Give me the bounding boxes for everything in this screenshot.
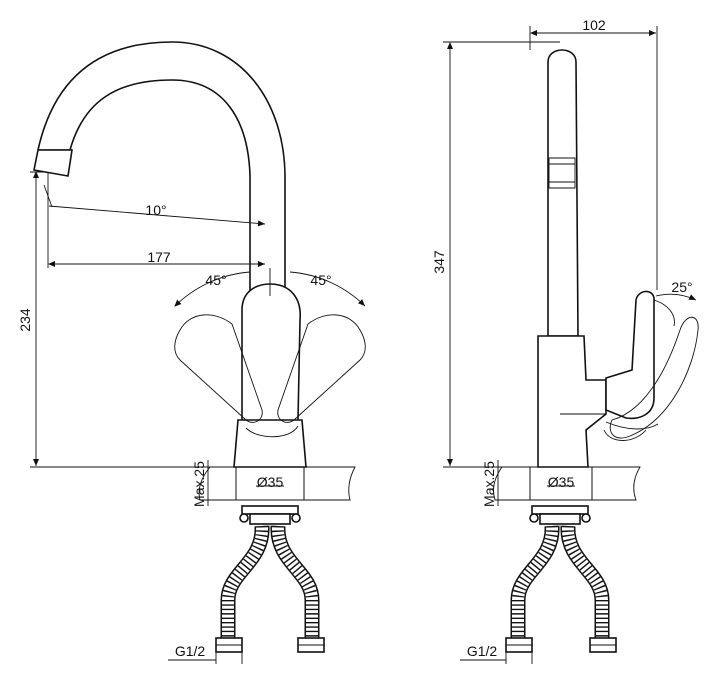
front-spout-angle — [43, 184, 266, 227]
front-spout-angle-label: 10° — [145, 202, 166, 218]
front-spout — [33, 41, 286, 296]
side-height-dimension — [443, 41, 560, 468]
front-countertop-label: Max.25 — [191, 461, 207, 507]
front-height-label: 234 — [17, 308, 33, 332]
front-height-dimension — [30, 171, 236, 468]
front-angle-left-label: 45° — [205, 272, 226, 288]
side-width-dimension — [529, 26, 658, 290]
front-view: 234 177 10° — [17, 41, 366, 664]
front-thread-label: G1/2 — [175, 643, 206, 659]
front-thread-dimension — [168, 652, 243, 664]
side-angle-label: 25° — [671, 279, 692, 295]
side-hole-label: Ø35 — [548, 474, 575, 490]
side-height-label: 347 — [431, 250, 447, 274]
side-lever-ghost — [605, 293, 699, 439]
front-angle-right-label: 45° — [310, 272, 331, 288]
front-lever-ghosts — [174, 268, 366, 423]
front-body — [233, 283, 307, 468]
side-lever — [605, 290, 675, 420]
side-body — [537, 335, 647, 468]
side-width-label: 102 — [582, 17, 606, 33]
side-countertop-label: Max.25 — [481, 461, 497, 507]
side-spout — [547, 49, 579, 337]
front-mounting-hardware — [215, 505, 325, 653]
side-thread-label: G1/2 — [467, 643, 498, 659]
front-reach-dimension — [47, 172, 265, 268]
front-reach-label: 177 — [147, 249, 171, 265]
front-hole-label: Ø35 — [257, 474, 284, 490]
side-mounting-hardware — [505, 505, 617, 653]
side-thread-dimension — [460, 652, 533, 664]
side-view: 102 347 — [431, 17, 699, 664]
